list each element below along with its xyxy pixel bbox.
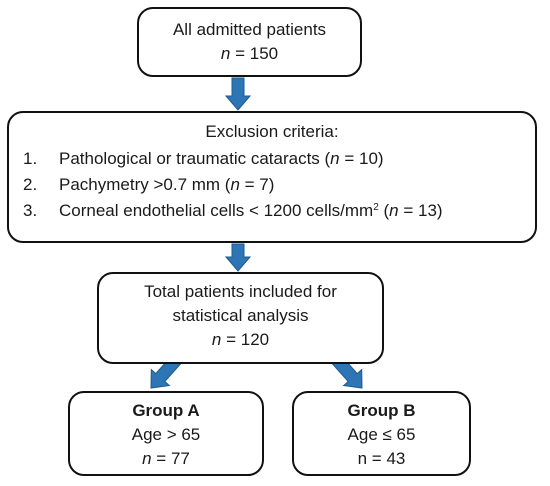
exclusion-item: 1.Pathological or traumatic cataracts (n… xyxy=(23,149,384,168)
arrow-exclusion-to-included xyxy=(224,243,252,272)
exclusion-title: Exclusion criteria: xyxy=(205,122,339,141)
exclusion-criteria-box: Exclusion criteria: 1.Pathological or tr… xyxy=(7,111,537,243)
admitted-title: All admitted patients xyxy=(172,20,327,39)
included-line-1: Total patients included for xyxy=(144,282,337,301)
group-a-count: n = 77 xyxy=(142,449,190,468)
arrow-admitted-to-exclusion xyxy=(224,77,252,111)
included-patients-box: Total patients included for statistical … xyxy=(97,272,384,364)
exclusion-item: 3.Corneal endothelial cells < 1200 cells… xyxy=(23,201,443,220)
group-b-box: Group B Age ≤ 65 n = 43 xyxy=(292,391,471,476)
group-b-count: n = 43 xyxy=(357,449,406,468)
exclusion-list: 1.Pathological or traumatic cataracts (n… xyxy=(9,146,535,224)
exclusion-item: 2.Pachymetry >0.7 mm (n = 7) xyxy=(23,175,275,194)
group-b-criterion: Age ≤ 65 xyxy=(347,425,416,444)
included-count: n = 120 xyxy=(211,330,270,349)
admitted-patients-box: All admitted patients n = 150 xyxy=(137,7,362,77)
group-a-criterion: Age > 65 xyxy=(131,425,201,444)
group-a-title: Group A xyxy=(132,401,200,420)
admitted-count: n = 150 xyxy=(220,44,279,63)
included-line-2: statistical analysis xyxy=(172,306,309,325)
group-a-box: Group A Age > 65 n = 77 xyxy=(68,391,264,476)
group-b-title: Group B xyxy=(347,401,416,420)
